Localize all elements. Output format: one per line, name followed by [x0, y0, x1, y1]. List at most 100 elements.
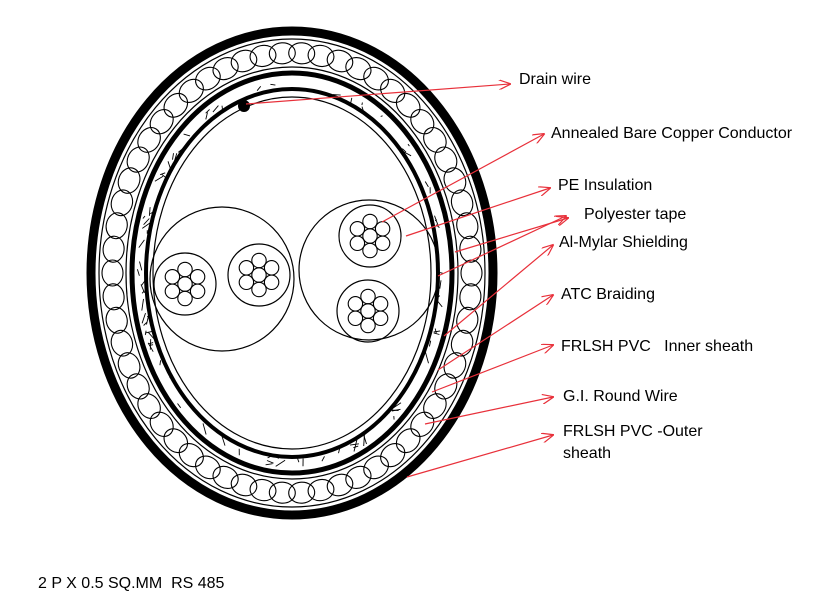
copper-strand	[264, 275, 278, 289]
copper-strand	[252, 268, 266, 282]
braid-strand	[267, 461, 274, 464]
polyester-tape-ring	[153, 97, 431, 449]
gi-wire	[191, 452, 224, 484]
braid-strand	[142, 299, 144, 311]
gi-wire	[228, 47, 259, 75]
braid-strand	[160, 360, 161, 365]
copper-strand	[348, 297, 362, 311]
gi-wire	[406, 408, 439, 441]
gi-wire	[133, 123, 165, 156]
braid-strand	[434, 331, 441, 332]
gi-wire	[175, 439, 208, 472]
gi-wire	[123, 143, 153, 176]
label-conductor: Annealed Bare Copper Conductor	[551, 125, 793, 142]
label-outer-sheath-line1: FRLSH PVC -Outer	[563, 423, 703, 440]
label-pe-insulation: PE Insulation	[558, 177, 652, 194]
gi-wire	[376, 439, 409, 472]
braid-strand	[149, 207, 150, 216]
braid-strand	[178, 404, 181, 408]
copper-strand	[375, 222, 389, 236]
gi-wire	[133, 390, 165, 423]
gi-wire	[288, 42, 315, 65]
braid-strand	[155, 176, 163, 181]
copper-strand	[373, 311, 387, 325]
copper-strand	[373, 297, 387, 311]
braid-strand	[350, 444, 359, 445]
copper-strand	[190, 270, 204, 284]
braid-strand	[362, 103, 363, 106]
copper-strand	[363, 243, 377, 257]
label-atc-braiding: ATC Braiding	[561, 286, 655, 303]
leader-drain-wire	[246, 84, 510, 104]
copper-strand	[375, 236, 389, 250]
braid-strand	[213, 106, 219, 113]
braid-strand	[440, 280, 441, 288]
braid-strand	[142, 313, 145, 323]
label-inner-sheath: FRLSH PVC Inner sheath	[561, 338, 753, 355]
braid-strand	[143, 216, 145, 218]
gi-wire	[145, 408, 178, 441]
copper-strand	[348, 311, 362, 325]
leader-inner-sheath	[432, 345, 553, 392]
copper-strand	[165, 270, 179, 284]
gi-wire	[104, 306, 129, 335]
braid-strand	[140, 262, 142, 271]
braid-strand	[137, 269, 139, 276]
label-al-mylar: Al-Mylar Shielding	[559, 234, 688, 251]
gi-wire	[288, 481, 315, 504]
gi-wire	[102, 283, 125, 311]
gi-wire	[419, 390, 451, 423]
copper-strand	[239, 275, 253, 289]
gi-wire	[102, 235, 125, 263]
copper-strand	[252, 253, 266, 267]
pair-2-cores	[337, 205, 401, 342]
cable-specification-caption: 2 P X 0.5 SQ.MM RS 485	[38, 575, 224, 593]
gi-wire	[392, 424, 425, 457]
label-polyester-tape: Polyester tape	[584, 206, 686, 223]
gi-wire	[104, 211, 129, 240]
braid-strand	[139, 240, 145, 248]
gi-wire	[159, 424, 192, 457]
label-gi-wire: G.I. Round Wire	[563, 388, 678, 405]
braid-strand	[276, 460, 285, 466]
gi-wire	[376, 75, 409, 108]
gi-wire	[359, 63, 392, 95]
braid-strand	[184, 134, 190, 136]
braid-strand	[168, 161, 170, 168]
braid-strand	[270, 84, 275, 85]
gi-wire	[159, 89, 192, 122]
gi-wire	[431, 143, 461, 176]
drain-wire-dot	[238, 100, 250, 112]
copper-strand	[363, 229, 377, 243]
copper-strand	[361, 304, 375, 318]
braid-strand	[173, 153, 174, 160]
braid-strand	[160, 173, 165, 175]
copper-strand	[239, 261, 253, 275]
copper-strand	[178, 262, 192, 276]
copper-strand	[361, 318, 375, 332]
gi-wire	[306, 477, 336, 503]
braid-strand	[425, 182, 428, 187]
braid-strand	[257, 86, 261, 90]
gi-wire	[145, 105, 178, 138]
gi-wire	[324, 471, 355, 499]
copper-strand	[350, 222, 364, 236]
gi-wire	[248, 477, 278, 503]
braid-strand	[438, 301, 443, 307]
gi-wire	[102, 260, 123, 286]
braid-strand	[322, 456, 325, 461]
copper-strand	[165, 284, 179, 298]
gi-wire	[406, 105, 439, 138]
copper-strand	[363, 214, 377, 228]
gi-wire	[123, 370, 153, 403]
copper-strand	[350, 236, 364, 250]
braid-strand	[203, 423, 206, 434]
braid-strand	[408, 144, 409, 146]
braid-strand	[381, 116, 383, 117]
gi-wire	[269, 42, 296, 65]
gi-round-wire-ring	[102, 42, 482, 504]
gi-wire	[306, 43, 336, 69]
gi-wire	[248, 43, 278, 69]
armour-outer-boundary	[99, 39, 485, 507]
